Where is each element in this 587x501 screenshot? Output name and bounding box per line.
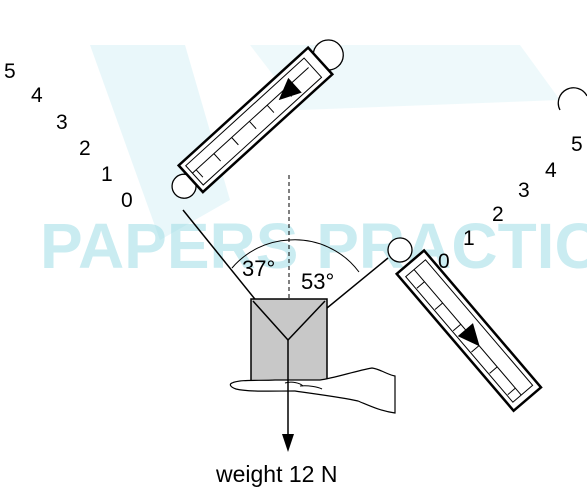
left-scale-1: 1 (101, 163, 113, 186)
left-newtonmeter (171, 39, 344, 199)
block-string-right (287, 300, 326, 341)
left-scale-5: 5 (4, 60, 16, 83)
right-scale-4: 4 (545, 159, 557, 182)
left-meter-window (185, 57, 323, 186)
right-scale-0: 0 (438, 250, 450, 273)
right-meter-window (404, 259, 534, 403)
left-scale-3: 3 (56, 111, 68, 134)
right-scale-3: 3 (518, 179, 530, 202)
angle-label-right: 53° (301, 269, 334, 294)
left-scale-4: 4 (31, 84, 43, 107)
angle-arc-left (231, 239, 290, 269)
right-meter-bottom-hook (387, 237, 413, 263)
left-scale-2: 2 (79, 137, 91, 160)
right-newtonmeter (387, 237, 543, 413)
watermark-text: PAPERS PRACTICE (40, 210, 587, 282)
right-meter-pointer (457, 323, 480, 347)
right-scale-2: 2 (492, 203, 504, 226)
angle-arc-right (288, 239, 360, 273)
right-scale-1: 1 (463, 227, 475, 250)
weight-arrowhead (282, 434, 294, 452)
weight-label: weight 12 N (215, 461, 337, 487)
angle-label-left: 37° (242, 256, 275, 281)
right-meter-top-ring (557, 87, 587, 111)
left-meter-body (176, 45, 335, 194)
block-string-left (252, 300, 289, 341)
left-meter-pointer (278, 77, 302, 101)
hand (229, 367, 396, 414)
right-scale-5: 5 (571, 133, 583, 156)
left-scale-0: 0 (121, 189, 133, 212)
